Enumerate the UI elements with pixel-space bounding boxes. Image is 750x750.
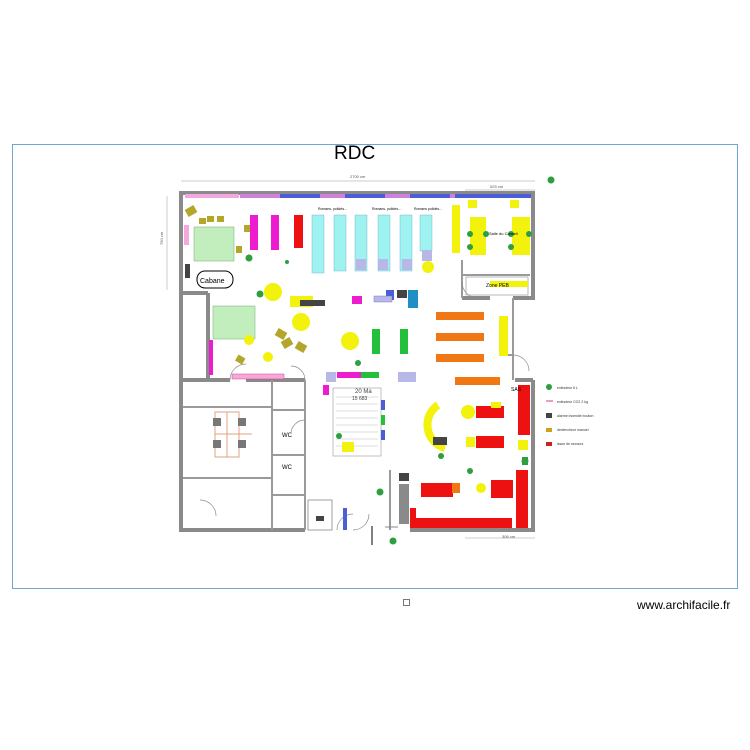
dim-top-right: 525 cm	[490, 184, 504, 189]
doors	[199, 281, 530, 531]
shelf-label-1: Romans, polidés...	[318, 207, 347, 211]
salle-conseil-label: Salle du Conseil	[489, 231, 518, 236]
safety-markers	[256, 176, 555, 465]
alarm-button-icon	[546, 413, 552, 418]
plan-frame	[12, 144, 738, 589]
shelf-label-3: Romans polidés...	[414, 207, 442, 211]
interior-walls	[183, 260, 530, 530]
dim-bottom-right: 306 cm	[502, 534, 516, 539]
legend-label-4: déclencheur manuel	[557, 428, 589, 432]
manual-trigger-icon	[546, 428, 552, 432]
shelf-label-2: Romans, polidés...	[372, 207, 401, 211]
offices	[213, 411, 252, 458]
dim-left: 750 cm	[159, 231, 164, 245]
entrance	[307, 360, 398, 545]
legend-label-3: alarme incendie bouton	[557, 414, 593, 418]
wc-label-2: WC	[282, 465, 293, 471]
orange-tables	[436, 312, 508, 385]
legend-label-5: issue de secours	[557, 442, 584, 446]
page-marker[interactable]	[403, 599, 410, 606]
accueil-zone	[399, 385, 530, 528]
central-area	[212, 283, 418, 382]
reading-corner	[184, 205, 253, 262]
stairs-label: 20 Ma	[355, 389, 372, 395]
top-shelves	[250, 205, 460, 274]
salle-du-conseil	[467, 200, 532, 255]
staircase	[323, 372, 385, 457]
legend-label-2: extincteur CO2 2 kg	[557, 400, 588, 404]
dim-top-total: 2700 cm	[350, 174, 366, 179]
window-strips	[184, 194, 531, 380]
legend: extincteur 6 L extincteur CO2 2 kg alarm…	[546, 384, 593, 446]
sas-label: SAS	[511, 387, 522, 393]
wc-label-1: WC	[282, 433, 293, 439]
cabane-label: Cabane	[200, 278, 225, 285]
cabane-room[interactable]	[196, 270, 234, 289]
dimension-lines	[166, 180, 535, 539]
stairs-sublabel: 15 683	[352, 396, 368, 402]
extinguisher-icon	[546, 384, 552, 390]
site-credit: www.archifacile.fr	[637, 598, 731, 612]
emergency-exit-icon	[546, 442, 552, 446]
plan-title: RDC	[334, 143, 376, 164]
legend-label-1: extincteur 6 L	[557, 386, 578, 390]
zone-peb-label: Zone PEB	[486, 283, 509, 289]
